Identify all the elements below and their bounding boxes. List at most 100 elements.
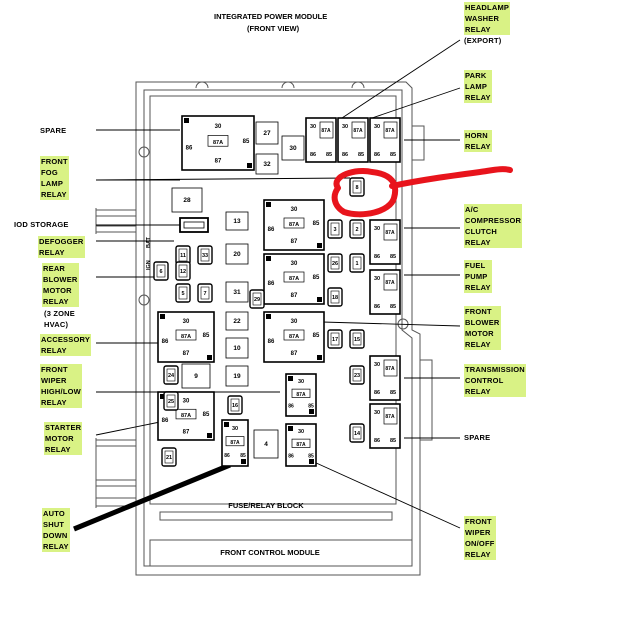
callout-line: WIPER — [464, 527, 496, 538]
pin-86-label: 86 — [374, 438, 380, 444]
fuse-18: 18 — [327, 287, 343, 307]
fuse-number: 15 — [354, 337, 360, 343]
pin-87-label: 87 — [291, 351, 298, 357]
callout-line: MOTOR — [42, 285, 79, 296]
fuse-12: 12 — [175, 261, 191, 281]
callout-line: FRONT — [40, 364, 82, 375]
fuse-number: 26 — [332, 261, 338, 267]
callout-line: RELAY — [464, 92, 492, 103]
pin-87a-label: 87A — [385, 366, 395, 372]
fuse-number: 14 — [354, 431, 361, 437]
fuse-5: 5 — [175, 283, 191, 303]
pin-87a-label: 87A — [321, 128, 331, 134]
relay-group: 3087A8685873087A8685873087A8685873087A86… — [157, 115, 325, 467]
fuse-number: 1 — [355, 261, 358, 267]
fuse-number: 7 — [203, 291, 206, 297]
pin-85-label: 85 — [313, 333, 320, 339]
callout-spare-right: SPARE — [464, 432, 490, 443]
pin-86-label: 86 — [186, 145, 193, 151]
front-control-module-label: FRONT CONTROL MODULE — [220, 548, 319, 557]
fuse-4: 4 — [253, 429, 279, 459]
pin-85-label: 85 — [203, 412, 210, 418]
fuse-number: 29 — [254, 297, 260, 303]
fuse-13: 13 — [225, 211, 249, 231]
fuse-number: 17 — [332, 337, 338, 343]
pin-87a-label: 87A — [385, 280, 395, 286]
fuse-number: 5 — [181, 291, 184, 297]
callout-line: ON/OFF — [464, 538, 496, 549]
fuse-relay-block-label: FUSE/RELAY BLOCK — [228, 501, 304, 510]
pin-86-label: 86 — [268, 281, 275, 287]
pin-85-label: 85 — [313, 221, 320, 227]
callout-line: RELAY — [464, 282, 492, 293]
callout-line: HVAC) — [44, 320, 69, 329]
callout-line: A/C — [464, 204, 523, 215]
pin-87a-label: 87A — [289, 276, 299, 282]
pin-85-label: 85 — [243, 139, 250, 145]
fuse-number: 4 — [264, 441, 268, 448]
pin-30-label: 30 — [310, 124, 316, 130]
callout-line: WIPER — [40, 375, 82, 386]
pin-86-label: 86 — [374, 152, 380, 158]
callout-line: RELAY — [38, 247, 85, 258]
callout-line: FUEL — [464, 260, 492, 271]
fuse-29: 29 — [249, 289, 265, 309]
fuse-33: 33 — [197, 245, 213, 265]
callout-three-zone-hvac: (3 ZONE HVAC) — [44, 308, 75, 330]
callout-line: RELAY — [40, 189, 69, 200]
fuse-30: 30 — [281, 135, 305, 161]
pin-85-label: 85 — [308, 454, 314, 460]
pin-86-label: 86 — [288, 404, 294, 410]
pin-86-label: 86 — [374, 254, 380, 260]
callout-line: MOTOR — [464, 328, 501, 339]
callout-line: CONTROL — [464, 375, 526, 386]
callout-line: REAR — [42, 263, 79, 274]
fuse-number: 27 — [263, 130, 271, 137]
pin-87-label: 87 — [183, 429, 190, 435]
fuse-number: 31 — [233, 289, 241, 296]
diagram-title: INTEGRATED POWER MODULE — [214, 12, 328, 21]
fuse-number: 8 — [355, 185, 358, 191]
callout-line: FRONT — [464, 306, 501, 317]
callout-line: SPARE — [464, 433, 491, 442]
pin-30-label: 30 — [215, 124, 222, 130]
pin-30-label: 30 — [291, 261, 298, 267]
pin-85-label: 85 — [390, 390, 396, 396]
fuse-number: 19 — [233, 373, 241, 380]
fuse-28: 28 — [171, 187, 203, 213]
pin-30-label: 30 — [232, 426, 238, 432]
fuse-7: 7 — [197, 283, 213, 303]
pin-30-label: 30 — [374, 124, 380, 130]
fuse-8: 8 — [349, 177, 365, 197]
pin-85-label: 85 — [390, 152, 396, 158]
pin-30-label: 30 — [291, 319, 298, 325]
callout-spare-left: SPARE — [40, 125, 66, 136]
callout-line: ACCESSORY — [40, 334, 92, 345]
fuse-number: 28 — [183, 197, 191, 204]
callout-front-wiper-high-low-relay: FRONT WIPER HIGH/LOW RELAY — [40, 364, 82, 408]
callout-line: RELAY — [44, 444, 83, 455]
callout-ac-compressor-clutch-relay: A/C COMPRESSOR CLUTCH RELAY — [464, 204, 523, 248]
callout-accessory-relay: ACCESSORY RELAY — [40, 334, 92, 356]
pin-87-label: 87 — [215, 158, 222, 164]
pin-85-label: 85 — [203, 333, 210, 339]
fuse-11: 11 — [175, 245, 191, 265]
pin-86-label: 86 — [224, 453, 230, 459]
callout-fuel-pump-relay: FUEL PUMP RELAY — [464, 260, 492, 293]
pin-87-label: 87 — [291, 293, 298, 299]
fuse-number: 10 — [233, 345, 241, 352]
callout-line: STARTER — [44, 422, 83, 433]
pin-86-label: 86 — [268, 339, 275, 345]
callout-line: DEFOGGER — [38, 236, 85, 247]
pin-85-label: 85 — [390, 254, 396, 260]
fuse-17: 17 — [327, 329, 343, 349]
fuse-number: 11 — [180, 253, 186, 259]
pin-86-label: 86 — [268, 227, 275, 233]
callout-line: (3 ZONE — [44, 309, 75, 318]
pin-85-label: 85 — [313, 275, 320, 281]
